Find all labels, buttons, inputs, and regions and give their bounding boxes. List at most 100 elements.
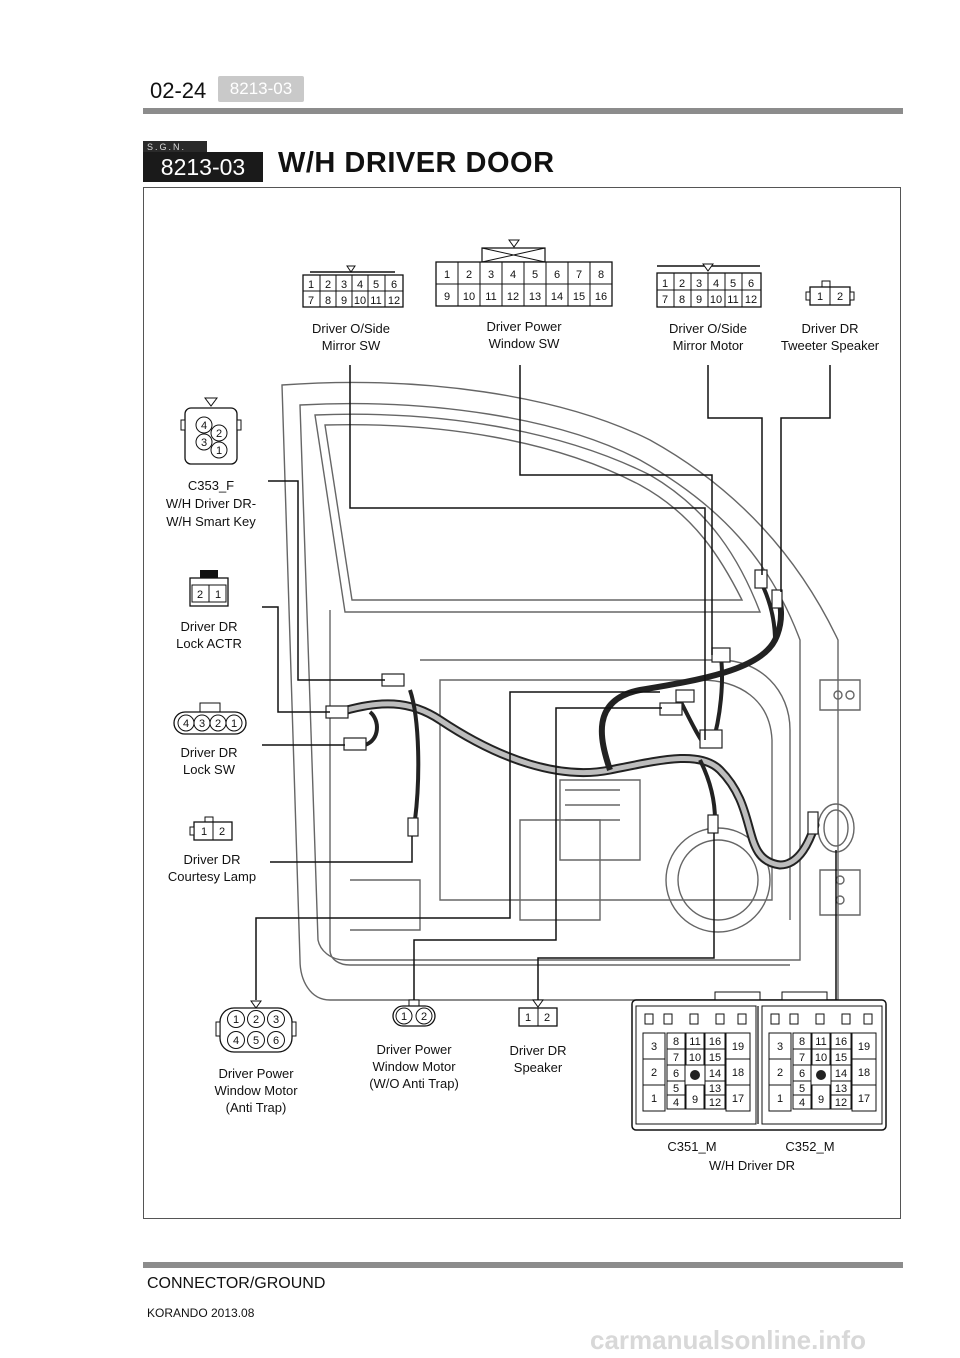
door-outline xyxy=(281,381,861,1001)
window-motor-at-pin: 5 xyxy=(253,1035,259,1047)
lock-sw-pin: 3 xyxy=(199,718,205,730)
window-motor-at-label: Window Motor xyxy=(214,1083,298,1098)
window-sw-pin: 11 xyxy=(485,291,496,303)
mirror-sw-pin: 8 xyxy=(325,295,331,307)
tweeter-label: Driver DR xyxy=(801,321,858,336)
window-sw-pin: 3 xyxy=(488,269,494,281)
lock-sw-connector: 4 3 2 1 Driver DR Lock SW xyxy=(173,702,247,777)
c352-pin: 2 xyxy=(777,1067,783,1079)
mirror-motor-pin: 7 xyxy=(662,294,668,306)
courtesy-label: Courtesy Lamp xyxy=(168,869,256,884)
window-motor-wo-label: Window Motor xyxy=(372,1059,456,1074)
footer-section: CONNECTOR/GROUND xyxy=(147,1275,326,1292)
mirror-sw-pin: 1 xyxy=(308,279,314,291)
c351-pin: 8 xyxy=(673,1036,679,1048)
mirror-sw-pin: 3 xyxy=(341,279,347,291)
c351-pin: 16 xyxy=(709,1036,721,1048)
mirror-sw-connector: 1 2 3 4 5 6 7 8 9 10 11 12 Driver O/Side… xyxy=(302,265,404,353)
leader-lines xyxy=(255,365,837,1008)
window-sw-pin: 7 xyxy=(576,269,582,281)
smart-key-pin: 2 xyxy=(216,428,222,440)
c352-pin: 18 xyxy=(858,1067,870,1079)
c352-pin: 6 xyxy=(799,1068,805,1080)
c351-pin: 19 xyxy=(732,1041,744,1053)
c352-pin: 11 xyxy=(815,1036,826,1048)
c351-pin: 1 xyxy=(651,1093,657,1105)
window-motor-wo-label: Driver Power xyxy=(376,1042,452,1057)
lock-sw-pin: 4 xyxy=(183,718,189,730)
c351-pins: 3 2 1 8 7 6 5 4 11 10 9 16 15 14 13 12 1… xyxy=(642,1032,751,1112)
mirror-sw-pin: 6 xyxy=(391,279,397,291)
window-motor-at-pin: 4 xyxy=(233,1035,239,1047)
c352-pin: 12 xyxy=(835,1097,847,1109)
c351-pin: 2 xyxy=(651,1067,657,1079)
footer-model: KORANDO 2013.08 xyxy=(147,1306,255,1320)
lock-actr-pin: 2 xyxy=(197,589,203,601)
window-motor-at-pin: 6 xyxy=(273,1035,279,1047)
c351-label: C351_M xyxy=(667,1139,716,1154)
courtesy-label: Driver DR xyxy=(183,852,240,867)
mirror-sw-pin: 7 xyxy=(308,295,314,307)
c351-pin: 9 xyxy=(692,1094,698,1106)
window-motor-at-label: Driver Power xyxy=(218,1066,294,1081)
window-sw-pin: 5 xyxy=(532,269,538,281)
window-sw-pin: 8 xyxy=(598,269,604,281)
mirror-sw-pin: 2 xyxy=(325,279,331,291)
smart-key-pin: 4 xyxy=(201,420,207,432)
mirror-motor-pin: 1 xyxy=(662,278,668,290)
c351-pin: 18 xyxy=(732,1067,744,1079)
speaker-label: Speaker xyxy=(514,1060,563,1075)
c351-pin: 3 xyxy=(651,1041,657,1053)
c352-pin: 9 xyxy=(818,1094,824,1106)
tweeter-label: Tweeter Speaker xyxy=(781,338,880,353)
mirror-sw-pin: 10 xyxy=(354,295,366,307)
mirror-motor-connector: 1 2 3 4 5 6 7 8 9 10 11 12 Driver O/Side… xyxy=(656,263,762,353)
mirror-motor-pin: 2 xyxy=(679,278,685,290)
watermark: carmanualsonline.info xyxy=(590,1325,866,1355)
smart-key-connector: 4 2 3 1 C353_F W/H Driver DR- W/H Smart … xyxy=(166,397,256,529)
mirror-sw-label: Driver O/Side xyxy=(312,321,390,336)
c351-pin: 7 xyxy=(673,1052,679,1064)
window-sw-pin: 16 xyxy=(595,291,607,303)
main-harness xyxy=(335,579,820,870)
c351-pin: 6 xyxy=(673,1068,679,1080)
mirror-motor-pin: 8 xyxy=(679,294,685,306)
c352-pin: 7 xyxy=(799,1052,805,1064)
mirror-sw-pin: 9 xyxy=(341,295,347,307)
lock-sw-pin: 1 xyxy=(231,718,237,730)
mirror-sw-label: Mirror SW xyxy=(322,338,381,353)
mirror-motor-pin: 11 xyxy=(727,294,738,306)
smart-key-pin: 3 xyxy=(201,437,207,449)
c352-pin: 16 xyxy=(835,1036,847,1048)
c351-pin: 17 xyxy=(732,1093,744,1105)
window-motor-wo-connector: 1 2 Driver Power Window Motor (W/O Anti … xyxy=(369,999,459,1091)
mirror-sw-pin: 5 xyxy=(373,279,379,291)
c351-pin: 4 xyxy=(673,1097,679,1109)
window-sw-pin: 6 xyxy=(554,269,560,281)
harness-connectors xyxy=(325,569,819,837)
tweeter-connector: 1 2 Driver DR Tweeter Speaker xyxy=(781,280,880,353)
courtesy-connector: 1 2 Driver DR Courtesy Lamp xyxy=(168,816,256,884)
mirror-sw-pin: 11 xyxy=(370,295,381,307)
window-motor-at-connector: 1 2 3 4 5 6 Driver Power Window Motor (A… xyxy=(214,1000,298,1115)
page-number: 02-24 xyxy=(150,78,207,103)
window-sw-pin: 2 xyxy=(466,269,472,281)
window-sw-connector: 1 2 3 4 5 6 7 8 9 10 11 12 13 14 15 16 D… xyxy=(435,239,613,351)
speaker-label: Driver DR xyxy=(509,1043,566,1058)
c351-pin: 11 xyxy=(689,1036,700,1048)
tweeter-pin: 2 xyxy=(837,291,843,303)
harness-label: W/H Driver DR xyxy=(709,1158,795,1173)
mirror-motor-pin: 5 xyxy=(730,278,736,290)
window-motor-at-pin: 3 xyxy=(273,1014,279,1026)
window-motor-at-label: (Anti Trap) xyxy=(226,1100,287,1115)
courtesy-pin: 2 xyxy=(219,826,225,838)
window-motor-wo-pin: 1 xyxy=(401,1011,407,1023)
speaker-pin: 1 xyxy=(525,1012,531,1024)
window-motor-wo-pin: 2 xyxy=(421,1011,427,1023)
c351-pin: 13 xyxy=(709,1083,721,1095)
window-sw-pin: 13 xyxy=(529,291,541,303)
c351-pin: 5 xyxy=(673,1083,679,1095)
top-rule xyxy=(143,108,903,114)
mirror-motor-pin: 3 xyxy=(696,278,702,290)
